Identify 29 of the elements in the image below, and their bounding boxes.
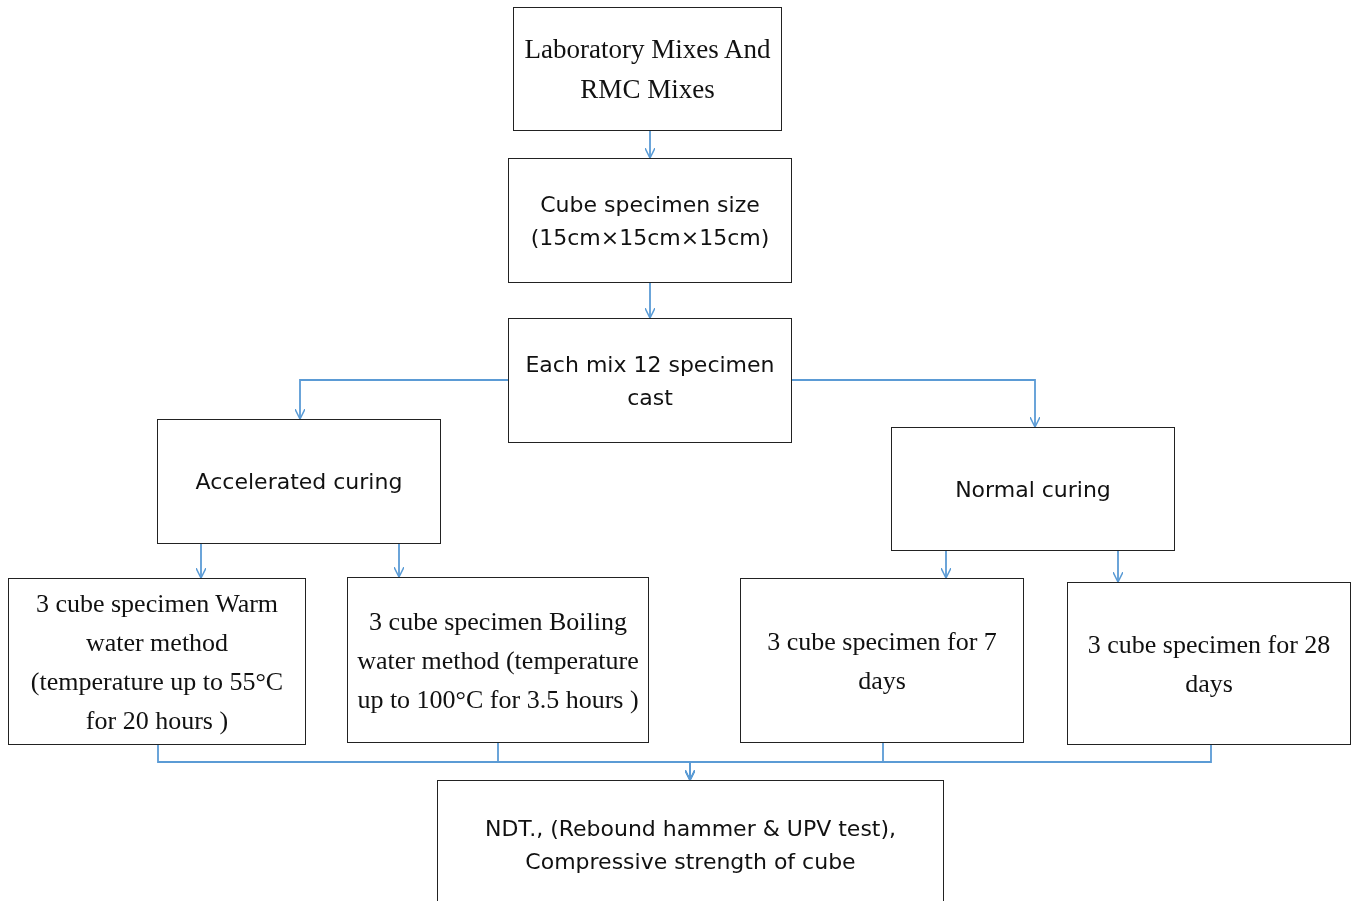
process-box: [157, 419, 441, 544]
connector-arrow: [393, 543, 405, 578]
box-text: 3 cube specimen Boiling water method (temperature up to 100°C for 3.5 hours ): [356, 605, 640, 716]
box-text: Each mix 12 specimen cast: [524, 350, 776, 412]
process-box: [437, 780, 944, 901]
connector-arrow: [684, 744, 1212, 781]
box-text: Cube specimen size (15cm×15cm×15cm): [529, 190, 771, 252]
box-text: 3 cube specimen for 7 days: [766, 625, 998, 697]
process-box: [891, 427, 1175, 551]
connector-arrow: [791, 379, 1041, 428]
process-box: [8, 578, 306, 745]
connector-arrow: [644, 130, 656, 159]
box-text: Laboratory Mixes And RMC Mixes: [523, 32, 772, 106]
box-text: NDT., (Rebound hammer & UPV test), Compressive strength of cube: [483, 815, 898, 876]
box-text: Normal curing: [955, 475, 1111, 504]
connector-arrow: [644, 282, 656, 319]
connector-arrow: [195, 543, 207, 579]
connector-arrow: [940, 550, 952, 579]
process-box: [1067, 582, 1351, 745]
process-box: [347, 577, 649, 743]
process-box: [508, 318, 792, 443]
process-box: [508, 158, 792, 283]
box-text: 3 cube specimen Warm water method (temperature up to 55°C for 20 hours ): [29, 587, 285, 737]
process-box: [740, 578, 1024, 743]
box-text: 3 cube specimen for 28 days: [1086, 628, 1332, 700]
connector-arrow: [294, 379, 509, 420]
process-box: [513, 7, 782, 131]
connector-arrow: [1112, 550, 1124, 583]
box-text: Accelerated curing: [195, 468, 403, 496]
